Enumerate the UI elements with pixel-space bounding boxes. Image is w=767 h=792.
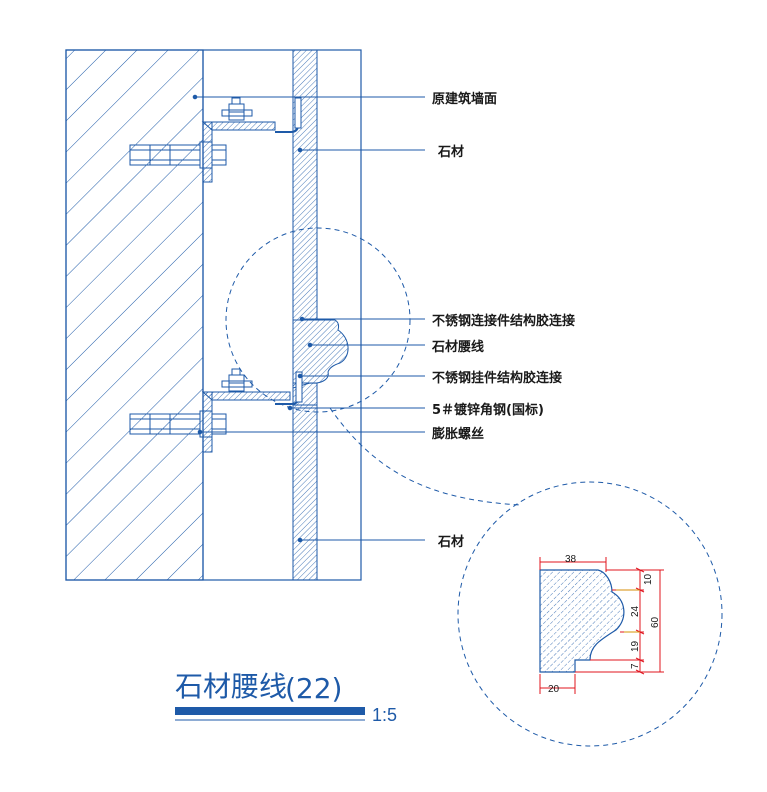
- title-block: 石材腰线 (22) 1:5: [175, 670, 397, 725]
- dim-height-10: 10: [643, 573, 654, 585]
- label-stone-top: 石材: [437, 144, 464, 160]
- stone-lower: [292, 404, 318, 581]
- dim-height-24: 24: [630, 605, 641, 617]
- dim-width-top: 38: [565, 554, 577, 565]
- molding-detail: 38 20 10 24 19 7: [539, 554, 664, 695]
- dim-height-19: 19: [630, 640, 641, 652]
- drawing-title: 石材腰线: [175, 670, 287, 703]
- wall-outline: [65, 49, 362, 581]
- molding-detail-profile: [539, 569, 625, 673]
- leader-lines: [192, 94, 425, 543]
- stone-upper: [292, 49, 318, 321]
- label-stone-bottom: 石材: [437, 534, 464, 550]
- label-ss-connector-glue: 不锈钢连接件结构胶连接: [432, 313, 575, 329]
- dim-width-bottom: 20: [548, 684, 560, 695]
- label-expansion-bolt: 膨胀螺丝: [431, 426, 484, 442]
- label-angle-steel: 5＃镀锌角钢(国标): [432, 402, 544, 418]
- label-original-wall: 原建筑墙面: [432, 91, 497, 107]
- dim-height-60: 60: [650, 616, 661, 628]
- upper-bracket: [129, 97, 302, 183]
- drawing-scale: 1:5: [372, 705, 397, 725]
- callout-small-circle: [225, 227, 411, 413]
- lower-bracket: [129, 368, 303, 453]
- callout-connector: [329, 407, 521, 506]
- title-underline: [175, 707, 365, 715]
- label-ss-hanger-glue: 不锈钢挂件结构胶连接: [432, 370, 562, 386]
- label-stone-molding: 石材腰线: [431, 339, 484, 355]
- original-wall-hatch: [65, 49, 204, 581]
- dim-height-7: 7: [630, 663, 641, 669]
- callout-detail-circle: [457, 481, 723, 747]
- drawing-number: (22): [285, 672, 342, 705]
- wall-section: [65, 49, 362, 581]
- stone-molding-profile: [292, 319, 349, 389]
